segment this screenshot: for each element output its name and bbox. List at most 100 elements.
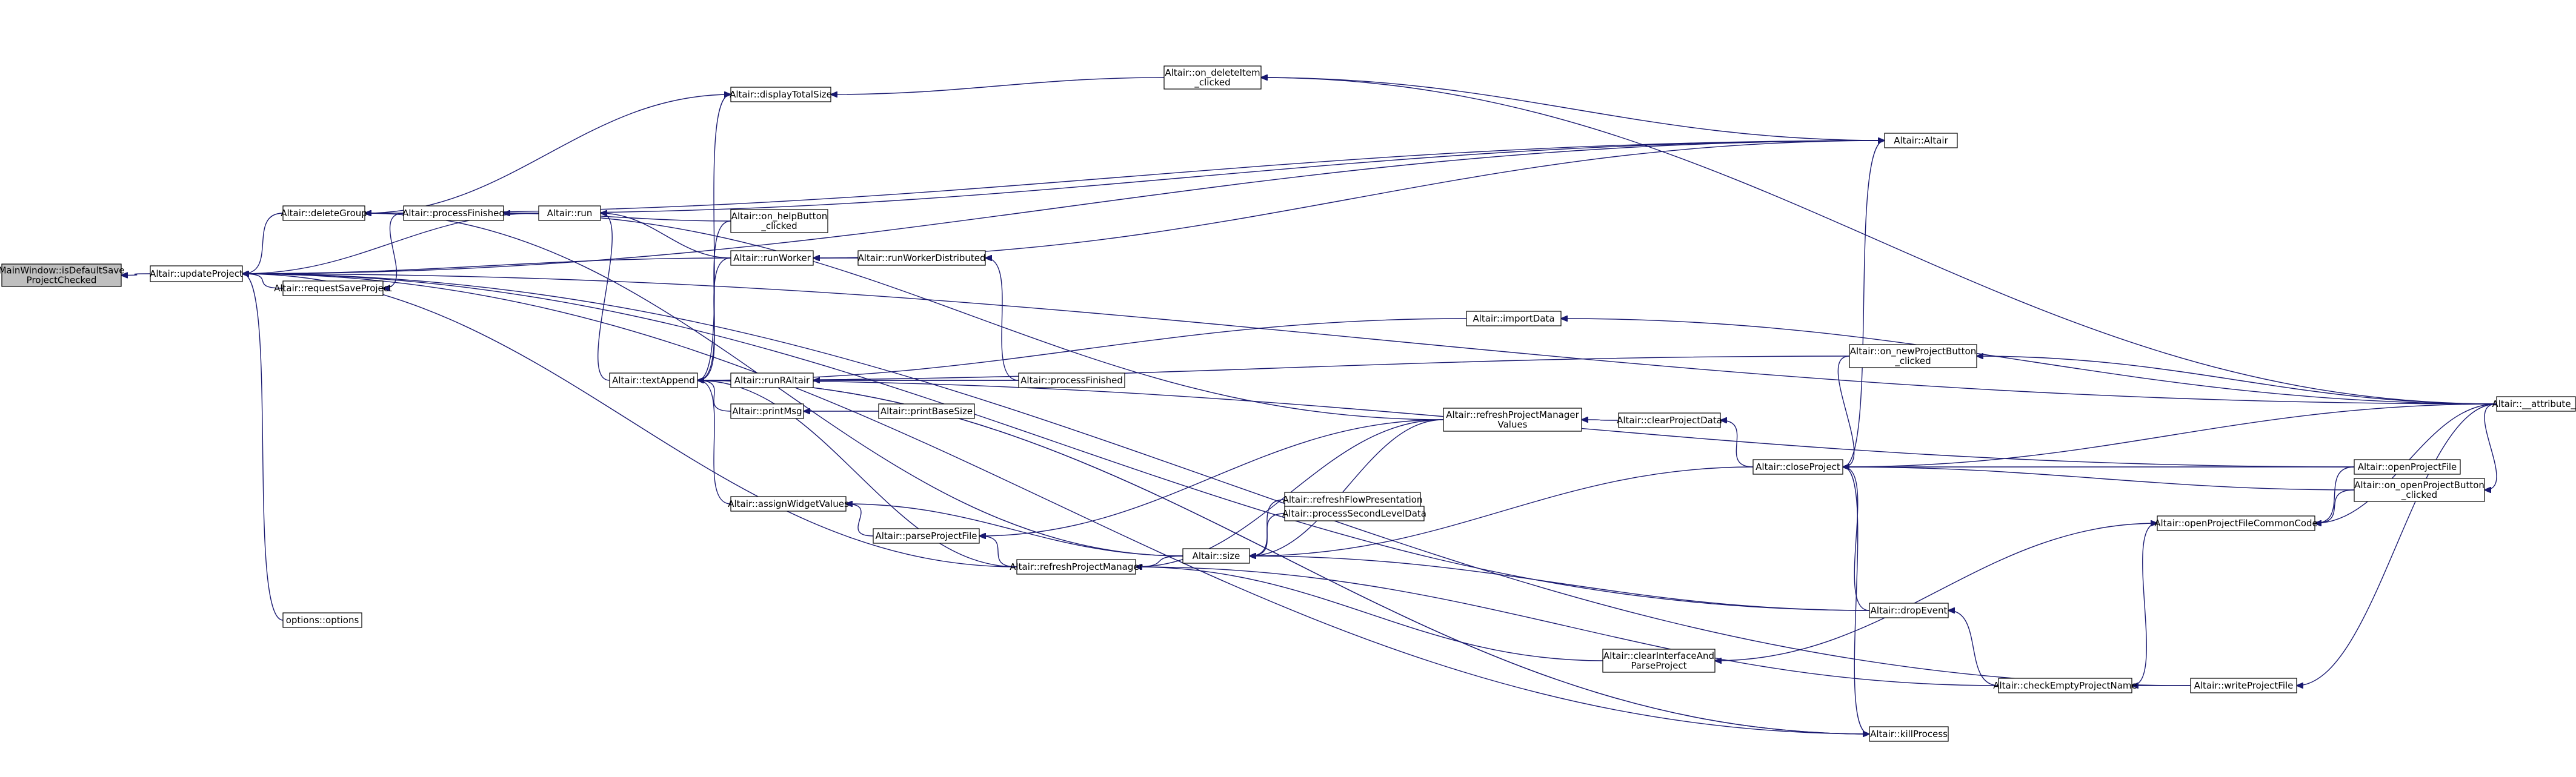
node-openProjectFile[interactable]: Altair::openProjectFile — [2354, 459, 2461, 475]
node-box — [1443, 408, 1582, 432]
node-textAppend[interactable]: Altair::textAppend — [609, 372, 698, 388]
node-label: Altair::on_newProjectButton — [1850, 346, 1976, 357]
node-processFinished2[interactable]: Altair::processFinished — [1018, 372, 1125, 388]
node-killProcess[interactable]: Altair::killProcess — [1869, 726, 1949, 742]
edge-processSecond-to-size — [1250, 513, 1285, 556]
node-label: Altair::writeProjectFile — [2194, 680, 2294, 691]
edge-onNewProject-to-textAppend — [697, 355, 1850, 380]
edge-checkEmpty-to-refreshPM — [1136, 567, 1999, 686]
node-processFinished1[interactable]: Altair::processFinished — [402, 205, 505, 221]
node-label: ProjectChecked — [27, 275, 97, 286]
node-label: Altair::processFinished — [1020, 375, 1123, 386]
node-box — [1163, 65, 1262, 90]
node-label: Altair::on_openProjectButton — [2354, 480, 2484, 491]
node-label: Altair::__attribute__ — [2492, 398, 2576, 410]
node-requestSaveProject[interactable]: Altair::requestSaveProject — [274, 280, 392, 296]
node-assignWidget[interactable]: Altair::assignWidgetValues — [728, 496, 849, 512]
edge-attribute-to-importData — [1561, 319, 2497, 405]
edge-altair-to-deleteGroup — [365, 140, 1885, 213]
node-label: _clicked — [2401, 489, 2437, 501]
node-box — [1618, 412, 1721, 428]
node-onHelp[interactable]: Altair::on_helpButton_clicked — [730, 209, 828, 233]
edge-printMsg-to-textAppend — [697, 380, 731, 412]
node-onNewProject[interactable]: Altair::on_newProjectButton_clicked — [1849, 344, 1977, 368]
edge-runWorker-to-run — [601, 213, 731, 259]
edge-refreshPMValues-to-processFinished1 — [504, 213, 1444, 420]
edge-killProcess-to-closeProject — [1843, 467, 1870, 735]
node-label: Altair::updateProject — [150, 268, 243, 279]
node-refreshPM[interactable]: Altair::refreshProjectManager — [1010, 559, 1143, 575]
edge-onOpenProject-to-closeProject — [1843, 467, 2355, 491]
node-runWorkerDistributed[interactable]: Altair::runWorkerDistributed — [857, 250, 986, 266]
node-openCommon[interactable]: Altair::openProjectFileCommonCode — [2154, 515, 2318, 531]
node-printBaseSize[interactable]: Altair::printBaseSize — [878, 403, 975, 419]
node-label: Altair::on_helpButton — [731, 211, 828, 222]
node-box — [282, 612, 362, 628]
node-processSecond[interactable]: Altair::processSecondLevelData — [1282, 506, 1426, 521]
node-box — [1182, 548, 1250, 564]
node-altair[interactable]: Altair::Altair — [1884, 133, 1958, 148]
edge-options-to-updateProject — [242, 274, 284, 621]
node-box — [1869, 603, 1949, 618]
node-writeProject[interactable]: Altair::writeProjectFile — [2190, 678, 2297, 693]
node-label: _clicked — [1894, 355, 1931, 367]
node-label: Altair::textAppend — [612, 375, 695, 386]
node-onDeleteItem[interactable]: Altair::on_deleteItem_clicked — [1163, 65, 1262, 90]
edge-dropEvent-to-closeProject — [1843, 467, 1870, 611]
node-checkEmpty[interactable]: Altair::checkEmptyProjectName — [1993, 678, 2137, 693]
node-label: Altair::runRAltair — [734, 375, 810, 386]
node-box — [730, 496, 847, 512]
node-label: Altair::Altair — [1894, 135, 1948, 146]
edge-displayTotalSize-to-deleteGroup — [365, 94, 731, 213]
node-label: Altair::displayTotalSize — [730, 89, 832, 100]
node-box — [1, 263, 122, 287]
node-runRAltair[interactable]: Altair::runRAltair — [730, 372, 814, 388]
node-run[interactable]: Altair::run — [538, 205, 601, 221]
node-box — [1284, 506, 1425, 521]
node-attribute[interactable]: Altair::__attribute__ — [2492, 396, 2576, 412]
node-box — [1752, 459, 1843, 475]
node-updateProject[interactable]: Altair::updateProject — [150, 265, 243, 282]
node-clearProjectData[interactable]: Altair::clearProjectData — [1617, 412, 1722, 428]
node-deleteGroup[interactable]: Altair::deleteGroup — [281, 205, 367, 221]
node-label: Altair::runWorker — [733, 253, 811, 263]
node-label: MainWindow::isDefaultSave — [0, 265, 124, 276]
node-box — [878, 403, 975, 419]
node-options[interactable]: options::options — [282, 612, 362, 628]
node-importData[interactable]: Altair::importData — [1466, 311, 1562, 326]
edge-closeProject-to-size — [1250, 466, 1754, 556]
edge-closeProject-to-clearProjectData — [1720, 420, 1754, 468]
node-runWorker[interactable]: Altair::runWorker — [730, 250, 814, 266]
edge-attribute-to-onNewProject — [1977, 356, 2497, 405]
node-onOpenProject[interactable]: Altair::on_openProjectButton_clicked — [2354, 478, 2485, 502]
edges-layer — [121, 78, 2497, 734]
node-box — [873, 528, 980, 544]
edge-updateProject-to-root — [121, 274, 151, 276]
node-dropEvent[interactable]: Altair::dropEvent — [1869, 603, 1949, 618]
node-label: Altair::closeProject — [1756, 461, 1840, 472]
node-refreshFlow[interactable]: Altair::refreshFlowPresentation — [1283, 492, 1423, 508]
node-parseProjectFile[interactable]: Altair::parseProjectFile — [873, 528, 980, 544]
node-box — [1884, 133, 1958, 148]
edge-refreshPM-to-textAppend — [697, 380, 1017, 567]
edge-writeProject-to-updateProject — [242, 274, 2191, 686]
node-box — [282, 280, 384, 296]
node-closeProject[interactable]: Altair::closeProject — [1752, 459, 1843, 475]
node-displayTotalSize[interactable]: Altair::displayTotalSize — [730, 87, 832, 102]
node-label: Altair::refreshProjectManager — [1446, 409, 1579, 420]
node-box — [2496, 396, 2576, 412]
node-size[interactable]: Altair::size — [1182, 548, 1250, 564]
node-box — [1998, 678, 2132, 693]
node-box — [403, 205, 504, 221]
node-label: Altair::checkEmptyProjectName — [1993, 680, 2137, 691]
edge-attribute-to-onDeleteItem — [1261, 78, 2497, 405]
node-box — [730, 209, 828, 233]
edge-dropEvent-to-size — [1250, 556, 1870, 611]
node-label: Altair::size — [1193, 551, 1240, 561]
node-box — [1602, 649, 1716, 673]
node-printMsg[interactable]: Altair::printMsg — [730, 403, 804, 419]
node-box — [857, 250, 986, 266]
